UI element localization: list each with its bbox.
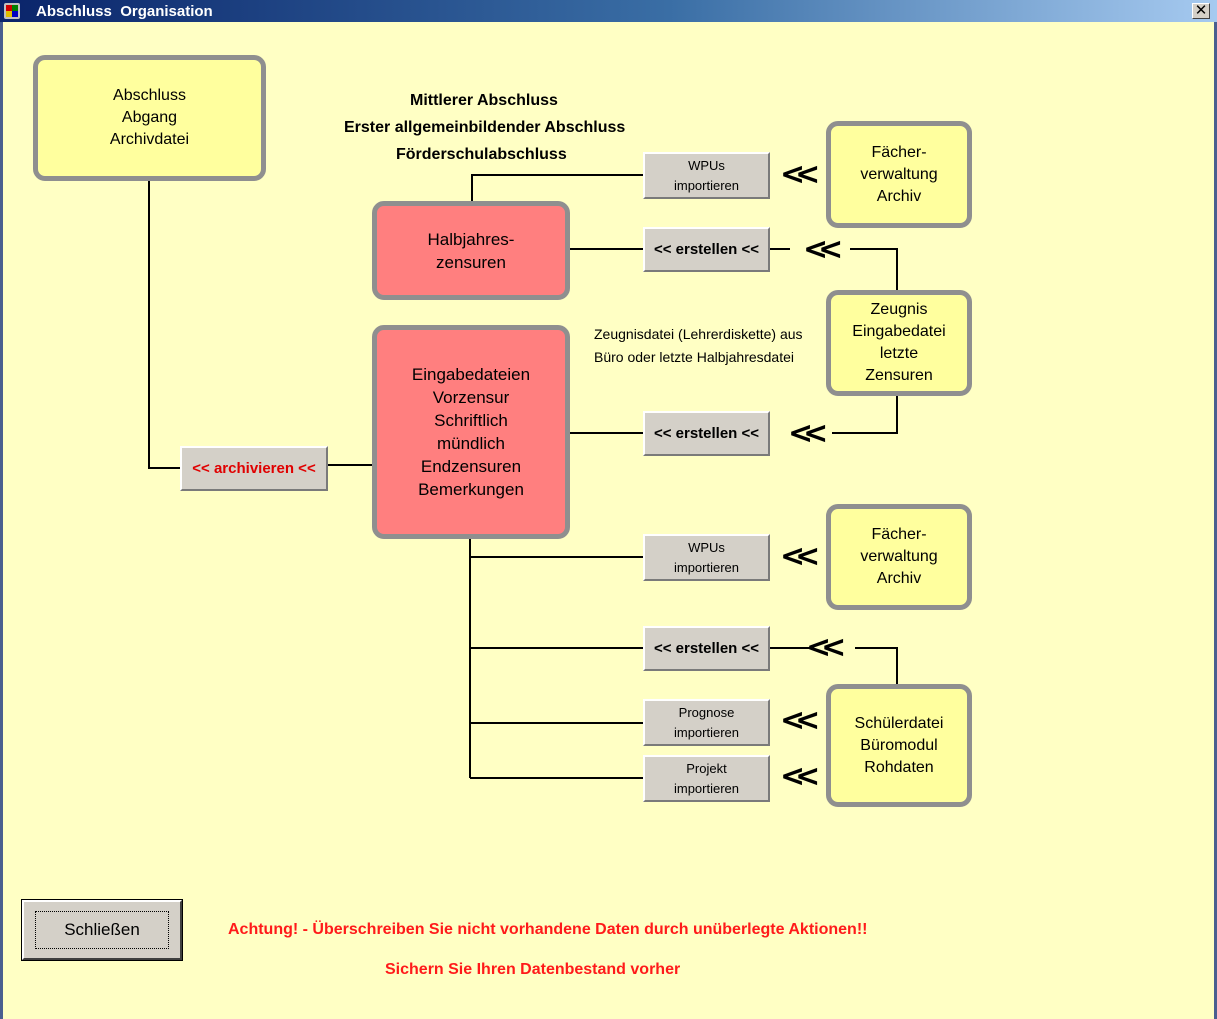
- note-line-2: Büro oder letzte Halbjahresdatei: [594, 349, 795, 365]
- faecherverwaltung-bottom-box: Fächer- verwaltung Archiv: [826, 504, 972, 610]
- warning-text-1: Achtung! - Überschreiben Sie nicht vorha…: [228, 921, 868, 938]
- close-icon[interactable]: ✕: [1192, 3, 1210, 19]
- double-chevron-left-icon: <<: [780, 703, 820, 738]
- window-title: Abschluss Organisation: [36, 3, 213, 20]
- warning-text-2: Sichern Sie Ihren Datenbestand vorher: [385, 961, 681, 978]
- title-bar: Abschluss Organisation ✕: [0, 0, 1217, 22]
- window-border-left: [0, 22, 3, 1019]
- double-chevron-left-icon: <<: [780, 157, 820, 192]
- halbjahres-zensuren-box[interactable]: Halbjahres- zensuren: [372, 201, 570, 300]
- erstellen-schueler-button[interactable]: << erstellen <<: [643, 626, 770, 671]
- heading-mittlerer-abschluss: Mittlerer Abschluss: [410, 92, 558, 109]
- app-icon: [4, 3, 20, 19]
- archive-box: Abschluss Abgang Archivdatei: [33, 55, 266, 181]
- prognose-import-button[interactable]: Prognose importieren: [643, 699, 770, 746]
- faecherverwaltung-top-box: Fächer- verwaltung Archiv: [826, 121, 972, 228]
- heading-foerderschulabschluss: Förderschulabschluss: [396, 146, 567, 163]
- archivieren-button[interactable]: << archivieren <<: [180, 446, 328, 491]
- schliessen-button-label: Schließen: [35, 911, 169, 949]
- erstellen-halbjahr-button[interactable]: << erstellen <<: [643, 227, 770, 272]
- double-chevron-left-icon: <<: [803, 232, 843, 267]
- eingabedateien-box[interactable]: Eingabedateien Vorzensur Schriftlich mün…: [372, 325, 570, 539]
- zeugnis-eingabedatei-box: Zeugnis Eingabedatei letzte Zensuren: [826, 290, 972, 396]
- double-chevron-left-icon: <<: [806, 630, 846, 665]
- wpus-import-top-button[interactable]: WPUs importieren: [643, 152, 770, 199]
- double-chevron-left-icon: <<: [780, 759, 820, 794]
- note-line-1: Zeugnisdatei (Lehrerdiskette) aus: [594, 326, 803, 342]
- double-chevron-left-icon: <<: [788, 416, 828, 451]
- erstellen-eingabe-button[interactable]: << erstellen <<: [643, 411, 770, 456]
- double-chevron-left-icon: <<: [780, 539, 820, 574]
- wpus-import-bottom-button[interactable]: WPUs importieren: [643, 534, 770, 581]
- schliessen-button[interactable]: Schließen: [21, 899, 183, 961]
- window-border-right: [1214, 22, 1217, 1019]
- schuelerdatei-box: Schülerdatei Büromodul Rohdaten: [826, 684, 972, 807]
- projekt-import-button[interactable]: Projekt importieren: [643, 755, 770, 802]
- heading-erster-abschluss: Erster allgemeinbildender Abschluss: [344, 119, 626, 136]
